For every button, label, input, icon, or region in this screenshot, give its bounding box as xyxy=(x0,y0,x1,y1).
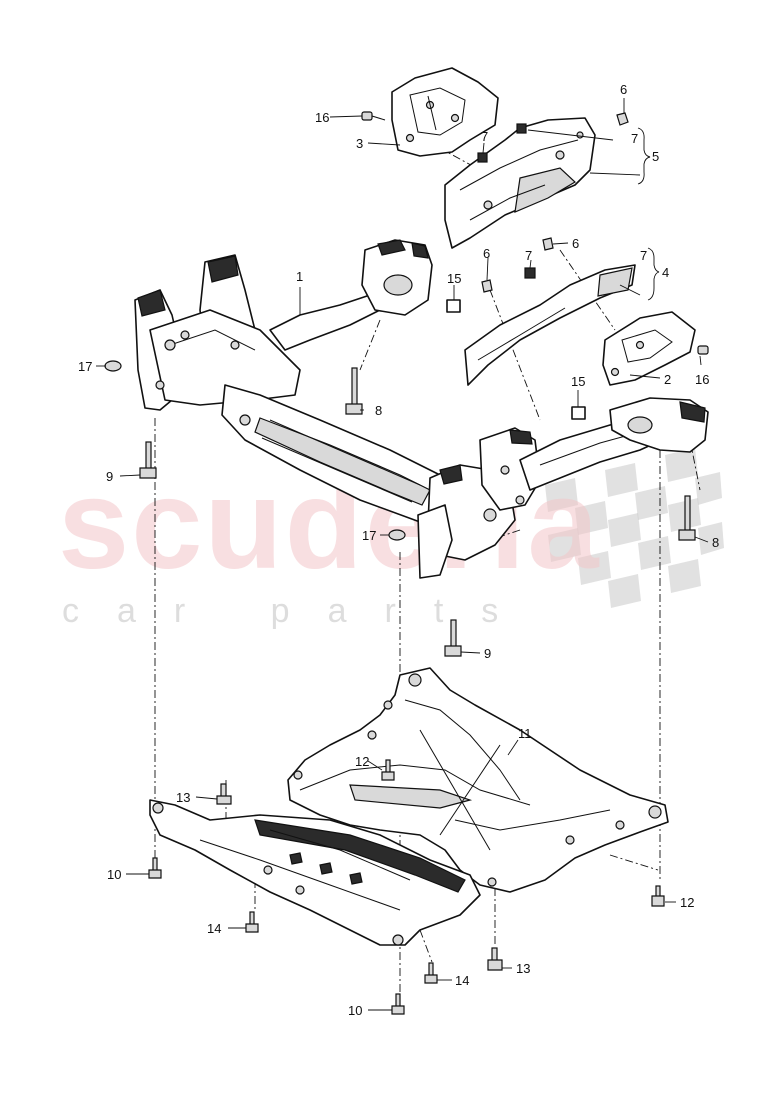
clip-7-b xyxy=(516,123,527,134)
callout-15-lower: 15 xyxy=(571,374,585,389)
skid-plate xyxy=(149,799,481,946)
callout-12-right: 12 xyxy=(680,895,694,910)
callout-7-a: 7 xyxy=(481,129,488,144)
callout-9-left: 9 xyxy=(106,469,113,484)
nut-17-a xyxy=(104,360,122,372)
bracket-tie-rod xyxy=(464,264,636,386)
nut-15-b xyxy=(571,406,586,420)
callout-2: 2 xyxy=(664,372,671,387)
bolt-16-upper xyxy=(361,111,386,121)
callout-7-d: 7 xyxy=(640,248,647,263)
callout-1: 1 xyxy=(296,269,303,284)
callout-12-center: 12 xyxy=(355,754,369,769)
nut-6-a xyxy=(481,279,493,293)
leader-lines xyxy=(96,98,709,1011)
bolt-12-right xyxy=(651,885,665,907)
callout-6-right: 6 xyxy=(572,236,579,251)
bolt-13-left xyxy=(216,783,232,805)
nut-17-b xyxy=(388,529,406,541)
callout-6-mid: 6 xyxy=(483,246,490,261)
bolt-8-left xyxy=(345,367,363,415)
callout-14-left: 14 xyxy=(207,921,221,936)
callout-labels: 1 2 3 4 5 6 6 6 7 7 7 7 8 8 9 9 10 10 11… xyxy=(78,82,719,1018)
callout-17-center: 17 xyxy=(362,528,376,543)
bolt-13-bottom xyxy=(487,947,503,971)
callout-11: 11 xyxy=(518,726,532,741)
callout-15-upper: 15 xyxy=(447,271,461,286)
bolt-16-right xyxy=(697,345,709,355)
callout-8-right: 8 xyxy=(712,535,719,550)
callout-16-upper: 16 xyxy=(315,110,329,125)
nut-6-upper xyxy=(616,112,629,126)
nut-6-b xyxy=(542,237,554,251)
callout-7-c: 7 xyxy=(525,248,532,263)
bolt-9-right xyxy=(444,619,462,657)
callout-13-left: 13 xyxy=(176,790,190,805)
callout-10-left: 10 xyxy=(107,867,121,882)
bolt-12-center xyxy=(381,759,395,781)
callout-3: 3 xyxy=(356,136,363,151)
heat-shield-right xyxy=(602,311,696,386)
callout-14-bottom: 14 xyxy=(455,973,469,988)
heat-shield-upper xyxy=(391,67,499,157)
bolt-10-left xyxy=(148,857,162,879)
heat-shield-tunnel xyxy=(444,117,596,249)
bolt-10-bottom xyxy=(391,993,405,1015)
callout-6-upper: 6 xyxy=(620,82,627,97)
callout-10-bottom: 10 xyxy=(348,1003,362,1018)
bolt-9-left xyxy=(139,441,157,479)
callout-16-right: 16 xyxy=(695,372,709,387)
callout-13-bottom: 13 xyxy=(516,961,530,976)
bolt-14-bottom xyxy=(424,962,438,984)
nut-15-a xyxy=(446,299,461,313)
watermark-tagline: car parts xyxy=(62,592,536,630)
subframe-crossmember xyxy=(134,239,709,579)
clip-7-a xyxy=(477,152,488,163)
callout-9-right: 9 xyxy=(484,646,491,661)
underbody-brace xyxy=(287,667,669,893)
callout-5: 5 xyxy=(652,149,659,164)
callout-17-left: 17 xyxy=(78,359,92,374)
callout-8-left: 8 xyxy=(375,403,382,418)
bolt-8-right xyxy=(678,495,696,541)
hardware xyxy=(104,111,709,1015)
callout-4: 4 xyxy=(662,265,669,280)
bolt-14-left xyxy=(245,911,259,933)
callout-7-b: 7 xyxy=(631,131,638,146)
clip-7-c xyxy=(524,267,536,279)
